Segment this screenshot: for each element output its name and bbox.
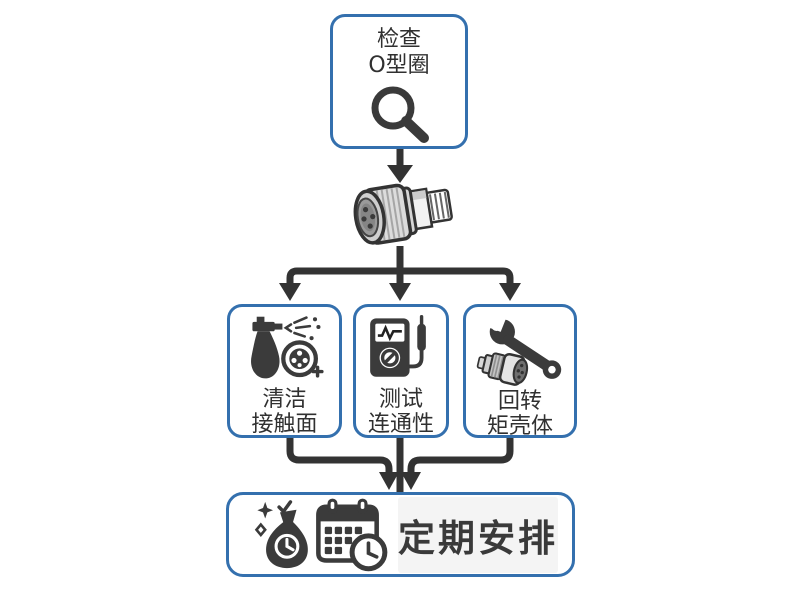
step-label-line2: 连通性 <box>367 412 434 437</box>
step-torque-housing: 回转 矩壳体 <box>463 304 577 439</box>
step-label-line1: 清洁 <box>262 387 307 412</box>
magnifier-icon <box>371 86 429 143</box>
wrench-connector-icon <box>476 315 562 386</box>
final-step-label: 定期安排 <box>398 496 558 573</box>
step-clean-contacts: 清洁 接触面 <box>227 304 342 438</box>
merge-right <box>407 437 514 475</box>
step-label-line2: 矩壳体 <box>486 414 553 439</box>
money-bag-clock-icon <box>254 499 308 568</box>
step-label-line2: O型圈 <box>368 53 430 78</box>
spray-clean-icon <box>250 316 324 379</box>
step-label-line1: 检查 <box>376 27 421 52</box>
step-label-line1: 测试 <box>378 387 423 412</box>
arrowheads <box>279 165 521 490</box>
merge-left <box>286 437 393 475</box>
step-schedule-regular: 定期安排 <box>226 492 575 577</box>
branch-bar <box>286 267 514 285</box>
step-inspect-oring: 检查 O型圈 <box>330 14 468 149</box>
step-label-line2: 接触面 <box>251 412 318 437</box>
multimeter-icon <box>370 315 426 377</box>
calendar-clock-icon <box>315 498 388 571</box>
m12-connector-illustration <box>353 183 453 245</box>
step-test-continuity: 测试 连通性 <box>353 304 449 438</box>
step-label-line1: 回转 <box>497 389 542 414</box>
